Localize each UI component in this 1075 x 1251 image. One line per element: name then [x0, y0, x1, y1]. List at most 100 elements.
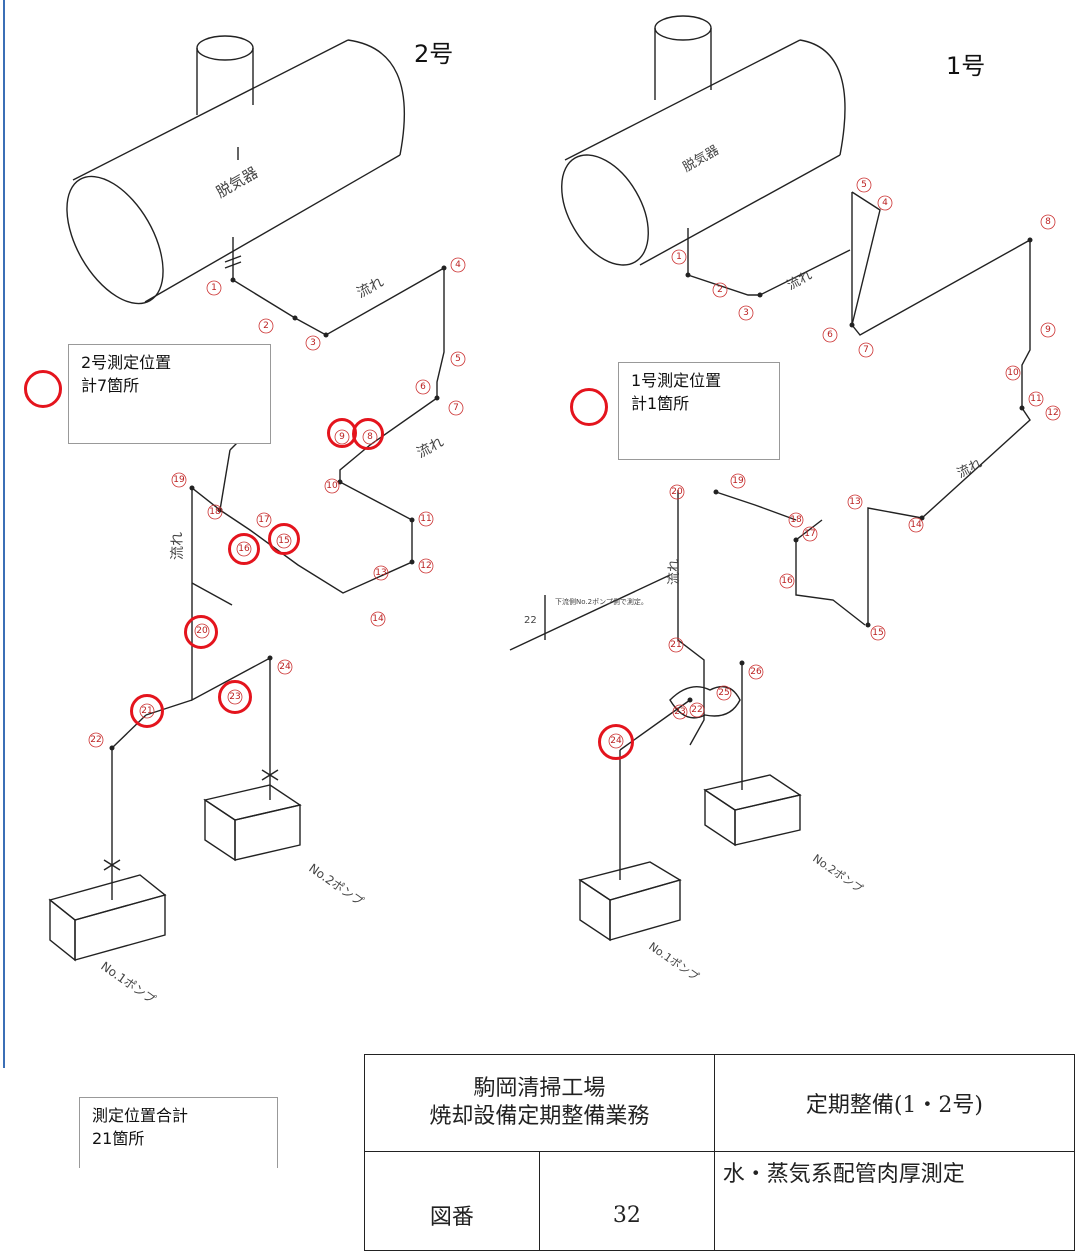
point-1-circle-1 [671, 249, 687, 265]
measure-marker-2-p23 [218, 680, 252, 714]
point-2-number-5: 5 [455, 354, 461, 364]
point-2-circle-14 [370, 611, 386, 627]
point-1-circle-2 [712, 282, 728, 298]
point-1-circle-21 [668, 637, 684, 653]
point-1-circle-8 [1040, 214, 1056, 230]
point-1-number-2: 2 [717, 285, 723, 295]
point-2-circle-13 [373, 565, 389, 581]
point-1-circle-19 [730, 473, 746, 489]
point-1-number-12: 12 [1047, 408, 1058, 418]
flow-label-2c: 流れ [170, 532, 186, 560]
legend-title-1: 1号測定位置 [631, 371, 722, 390]
point-2-number-2: 2 [263, 321, 269, 331]
total-box: 測定位置合計 21箇所 [79, 1097, 278, 1168]
title-work: 定期整備(1・2号) [713, 1054, 1075, 1152]
point-1-circle-26 [748, 664, 764, 680]
point-2-number-18: 18 [209, 507, 221, 517]
point-1-number-1: 1 [676, 252, 682, 262]
point-1-circle-23 [672, 704, 688, 720]
point-2-circle-17 [256, 512, 272, 528]
point-1-circle-10 [1005, 365, 1021, 381]
deaerator-tank-1 [561, 15, 846, 266]
point-1-number-13: 13 [849, 497, 860, 507]
piping-diagram: 脱気器 脱気器 流れ 流れ 流れ 流れ 流れ 流れ No.1ポンプ No.2ポン… [48, 15, 1061, 1007]
point-1-circle-9 [1040, 322, 1056, 338]
point-1-circle-25 [716, 685, 732, 701]
point-1-number-19: 19 [732, 476, 744, 486]
point-1-number-11: 11 [1030, 394, 1041, 404]
measure-marker-2-p20 [184, 615, 218, 649]
fig-label: 図番 [364, 1151, 540, 1251]
point-1-circle-17 [802, 526, 818, 542]
deaerator-label-1: 脱気器 [680, 142, 722, 175]
legend-count-1: 計1箇所 [631, 394, 690, 413]
legend-box-2: 2号測定位置 計7箇所 [68, 344, 271, 444]
pump-label-no2-2: No.2ポンプ [306, 861, 366, 909]
point-2-number-4: 4 [455, 260, 461, 270]
point-2-circle-10 [324, 478, 340, 494]
flow-label-1a: 流れ [785, 268, 815, 293]
point-2-circle-2 [258, 318, 274, 334]
point-2-number-19: 19 [173, 475, 185, 485]
ref-label-22: 22 [524, 615, 537, 626]
point-1-number-15: 15 [872, 628, 883, 638]
point-1-number-20: 20 [671, 487, 683, 497]
point-1-number-22: 22 [691, 705, 702, 715]
measure-marker-1-p24 [598, 724, 634, 760]
point-2-circle-5 [450, 351, 466, 367]
point-1-number-6: 6 [827, 330, 833, 340]
piping-2 [103, 237, 445, 900]
legend-marker-1 [570, 388, 608, 426]
point-1-number-5: 5 [861, 180, 867, 190]
flow-label-1c: 流れ [667, 559, 682, 585]
point-1-number-3: 3 [743, 308, 749, 318]
total-count: 21箇所 [92, 1129, 145, 1148]
point-2-circle-4 [450, 257, 466, 273]
point-2-number-10: 10 [326, 481, 338, 491]
point-1-number-23: 23 [674, 707, 685, 717]
point-2-number-11: 11 [420, 514, 431, 524]
point-1-number-14: 14 [910, 520, 922, 530]
point-1-circle-20 [669, 484, 685, 500]
point-1-circle-7 [858, 342, 874, 358]
unit2-label: 2号 [414, 40, 454, 68]
pump-no2-2 [203, 784, 302, 862]
drawing-title: 水・蒸気系配管肉厚測定 [713, 1151, 1075, 1251]
pump-no1-2 [48, 874, 167, 962]
unit1-label: 1号 [946, 52, 986, 80]
flow-label-2a: 流れ [354, 274, 386, 301]
point-1-circle-6 [822, 327, 838, 343]
measure-marker-2-p21 [130, 694, 164, 728]
point-2-number-13: 13 [375, 568, 386, 578]
point-2-circle-6 [415, 379, 431, 395]
legend-title-2: 2号測定位置 [81, 353, 172, 372]
point-1-number-8: 8 [1045, 217, 1051, 227]
point-1-number-18: 18 [790, 515, 802, 525]
point-1-number-9: 9 [1045, 325, 1051, 335]
legend-box-1: 1号測定位置 計1箇所 [618, 362, 780, 460]
point-2-circle-7 [448, 400, 464, 416]
measure-marker-2-p8 [352, 418, 384, 450]
point-1-circle-11 [1028, 391, 1044, 407]
point-2-number-24: 24 [279, 662, 291, 672]
point-1-number-17: 17 [804, 529, 815, 539]
title-plant-line2: 焼却設備定期整備業務 [429, 1104, 650, 1129]
pump-no1-1 [578, 861, 682, 942]
total-title: 測定位置合計 [92, 1106, 189, 1125]
point-2-number-6: 6 [420, 382, 426, 392]
deaerator-tank-2 [66, 35, 406, 305]
legend-count-2: 計7箇所 [81, 376, 140, 395]
point-2-circle-1 [206, 280, 222, 296]
point-2-circle-18 [207, 504, 223, 520]
fig-number: 32 [538, 1151, 715, 1251]
point-1-number-25: 25 [718, 688, 729, 698]
title-plant-line1: 駒岡清掃工場 [473, 1076, 606, 1101]
point-2-number-7: 7 [453, 403, 459, 413]
pump-label-no1-2: No.1ポンプ [98, 959, 158, 1007]
point-2-number-22: 22 [90, 735, 101, 745]
measure-marker-2-p16 [228, 533, 260, 565]
point-1-number-16: 16 [781, 576, 793, 586]
point-1-number-21: 21 [670, 640, 681, 650]
point-2-circle-3 [305, 335, 321, 351]
